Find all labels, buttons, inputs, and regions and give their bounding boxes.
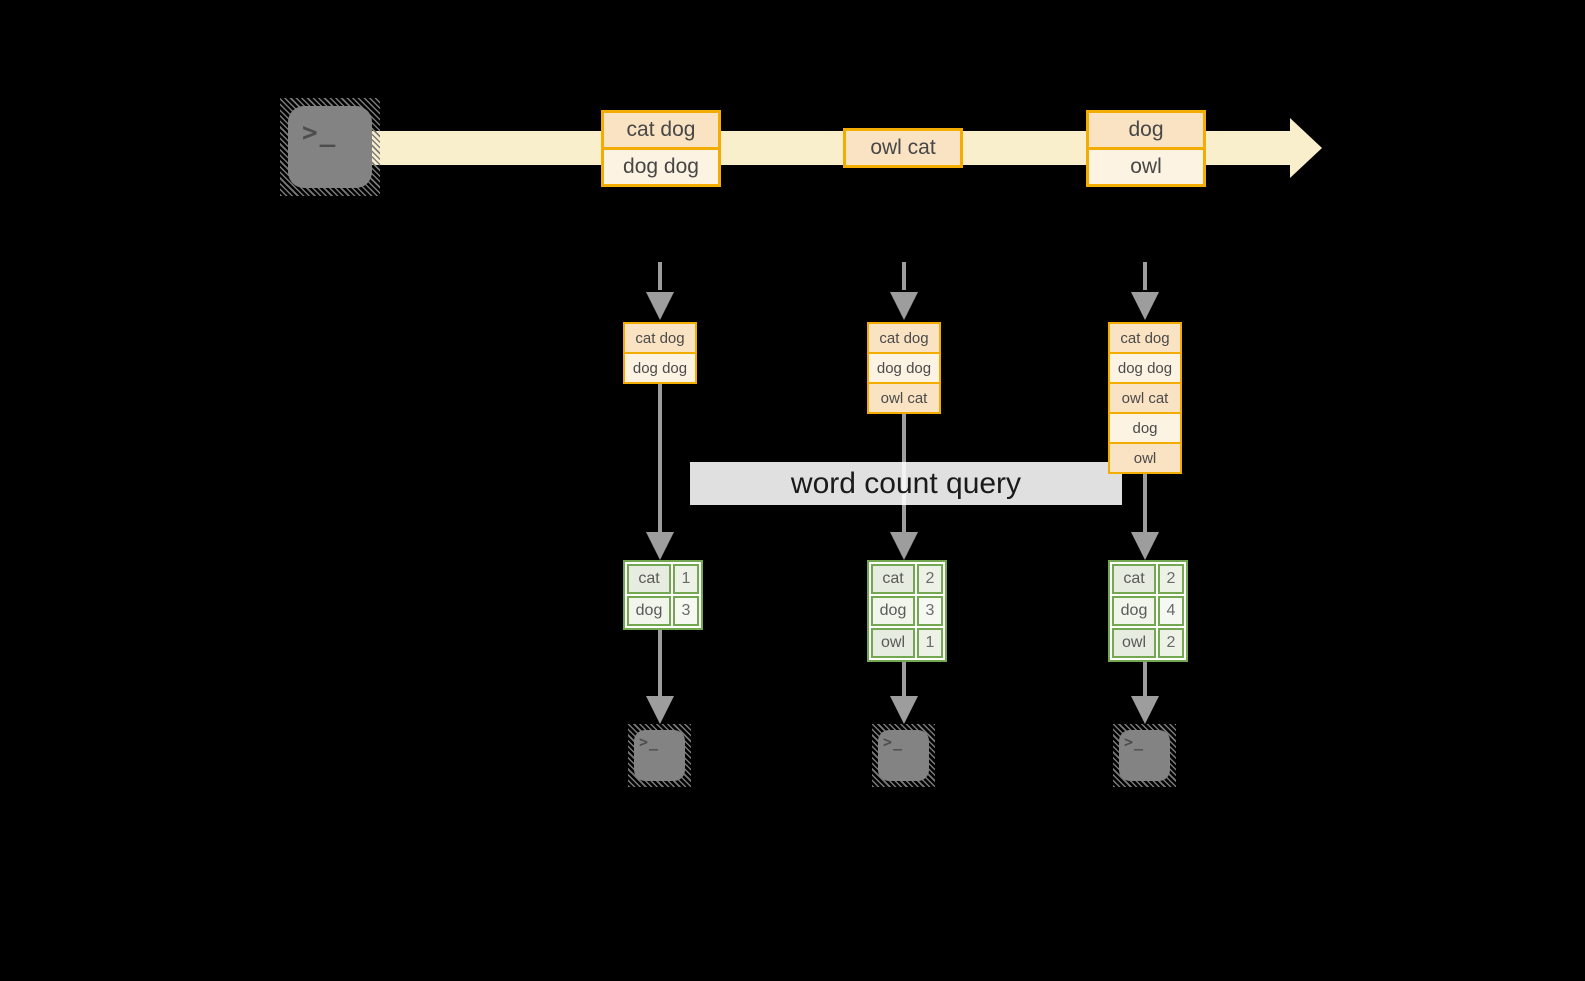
arrowhead-icon (1131, 292, 1159, 320)
buffer-row: cat dog (867, 322, 941, 354)
terminal-face (634, 730, 685, 781)
arrowhead-icon (646, 696, 674, 724)
stream-event-row: owl cat (843, 128, 963, 168)
flow-line (1143, 662, 1147, 698)
arrowhead-icon (890, 292, 918, 320)
query-banner-label: word count query (790, 466, 1022, 500)
terminal-icon: >_ (628, 724, 691, 787)
ingest-dash (902, 262, 906, 290)
buffer-row: owl (1108, 442, 1182, 474)
terminal-prompt-glyph: >_ (639, 733, 660, 751)
word-cell: cat (1112, 564, 1156, 594)
terminal-face (288, 106, 372, 188)
arrowhead-icon (646, 532, 674, 560)
arrowhead-icon (890, 532, 918, 560)
buffer-row: dog (1108, 412, 1182, 444)
arrowhead-icon (646, 292, 674, 320)
ingest-dash (1143, 262, 1147, 290)
ingest-dash (658, 262, 662, 290)
stream-event-row: cat dog (601, 110, 721, 150)
terminal-face (1119, 730, 1170, 781)
count-cell: 4 (1158, 596, 1184, 626)
word-cell: dog (1112, 596, 1156, 626)
stream-event-row: dog dog (601, 147, 721, 187)
terminal-prompt-glyph: >_ (1124, 733, 1145, 751)
terminal-face (878, 730, 929, 781)
flow-line (1143, 474, 1147, 534)
count-cell: 2 (1158, 628, 1184, 658)
arrowhead-icon (1131, 696, 1159, 724)
word-cell: owl (871, 628, 915, 658)
stream-event-row: owl (1086, 147, 1206, 187)
count-cell: 3 (917, 596, 943, 626)
count-cell: 3 (673, 596, 699, 626)
terminal-icon: >_ (872, 724, 935, 787)
buffer-row: cat dog (623, 322, 697, 354)
count-cell: 2 (1158, 564, 1184, 594)
count-cell: 2 (917, 564, 943, 594)
word-cell: dog (627, 596, 671, 626)
terminal-icon: >_ (280, 98, 380, 196)
stream-event: owl cat (843, 128, 963, 168)
terminal-prompt-glyph: >_ (302, 118, 338, 148)
buffer-row: dog dog (1108, 352, 1182, 384)
flow-line (658, 630, 662, 698)
count-cell: 1 (917, 628, 943, 658)
arrowhead-icon (1131, 532, 1159, 560)
flow-line (902, 662, 906, 698)
buffer-row: dog dog (623, 352, 697, 384)
arrowhead-icon (890, 696, 918, 724)
buffer-row: owl cat (867, 382, 941, 414)
terminal-prompt-glyph: >_ (883, 733, 904, 751)
word-cell: cat (627, 564, 671, 594)
buffer-row: dog dog (867, 352, 941, 384)
word-cell: cat (871, 564, 915, 594)
query-banner: word count query (690, 462, 1122, 505)
buffer-row: owl cat (1108, 382, 1182, 414)
word-cell: owl (1112, 628, 1156, 658)
buffer-row: cat dog (1108, 322, 1182, 354)
terminal-icon: >_ (1113, 724, 1176, 787)
stream-event-row: dog (1086, 110, 1206, 150)
word-cell: dog (871, 596, 915, 626)
stream-arrowhead-icon (1290, 118, 1322, 178)
count-cell: 1 (673, 564, 699, 594)
flow-line (658, 384, 662, 534)
